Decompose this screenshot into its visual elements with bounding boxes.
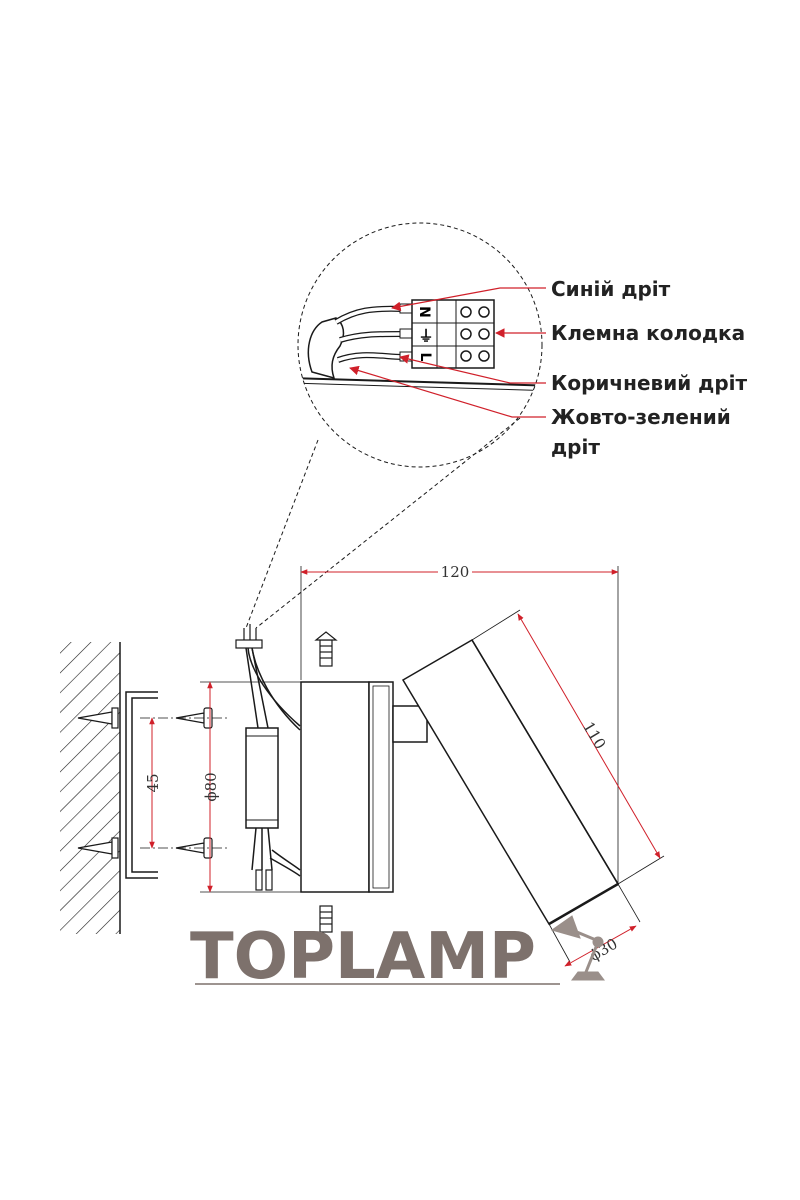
- terminal-label-earth: ⏚: [418, 327, 433, 345]
- dimension-mount-spacing: 45: [144, 717, 162, 849]
- wall: [60, 642, 121, 934]
- anchor-plugs: [314, 631, 338, 933]
- logo-text: TOPLAMP: [190, 920, 536, 994]
- lamp-head: [401, 638, 620, 926]
- led-driver: [245, 727, 279, 829]
- wiring-detail-view: N ⏚ L: [245, 222, 543, 629]
- desk-lamp-icon: [550, 915, 605, 981]
- lamp-base: [300, 681, 394, 893]
- dimension-120-label: 120: [441, 563, 470, 581]
- terminal-label-neutral: N: [416, 306, 432, 318]
- callout-yellow-green-wire-line2: дріт: [551, 435, 600, 459]
- cable-sheath: [307, 317, 345, 380]
- toplamp-logo: TOPLAMP: [190, 915, 605, 994]
- centerlines: [140, 717, 230, 849]
- dimension-45-label: 45: [144, 773, 162, 792]
- terminal-label-live: L: [417, 353, 433, 362]
- callout-terminal-block: Клемна колодка: [551, 321, 746, 345]
- driver-and-wires: [235, 624, 301, 891]
- callout-yellow-green-wire: Жовто-зелений: [551, 405, 731, 429]
- callout-blue-wire: Синій дріт: [551, 277, 671, 301]
- dimension-phi80-label: ϕ80: [202, 772, 220, 801]
- dimension-base-diameter: ϕ80: [200, 681, 305, 893]
- dimension-110-label: 110: [579, 719, 609, 753]
- terminal-block: N ⏚ L: [411, 299, 495, 369]
- callout-brown-wire: Коричневий дріт: [551, 371, 748, 395]
- mounting-bracket: [125, 691, 158, 879]
- callout-leaders: [349, 287, 546, 418]
